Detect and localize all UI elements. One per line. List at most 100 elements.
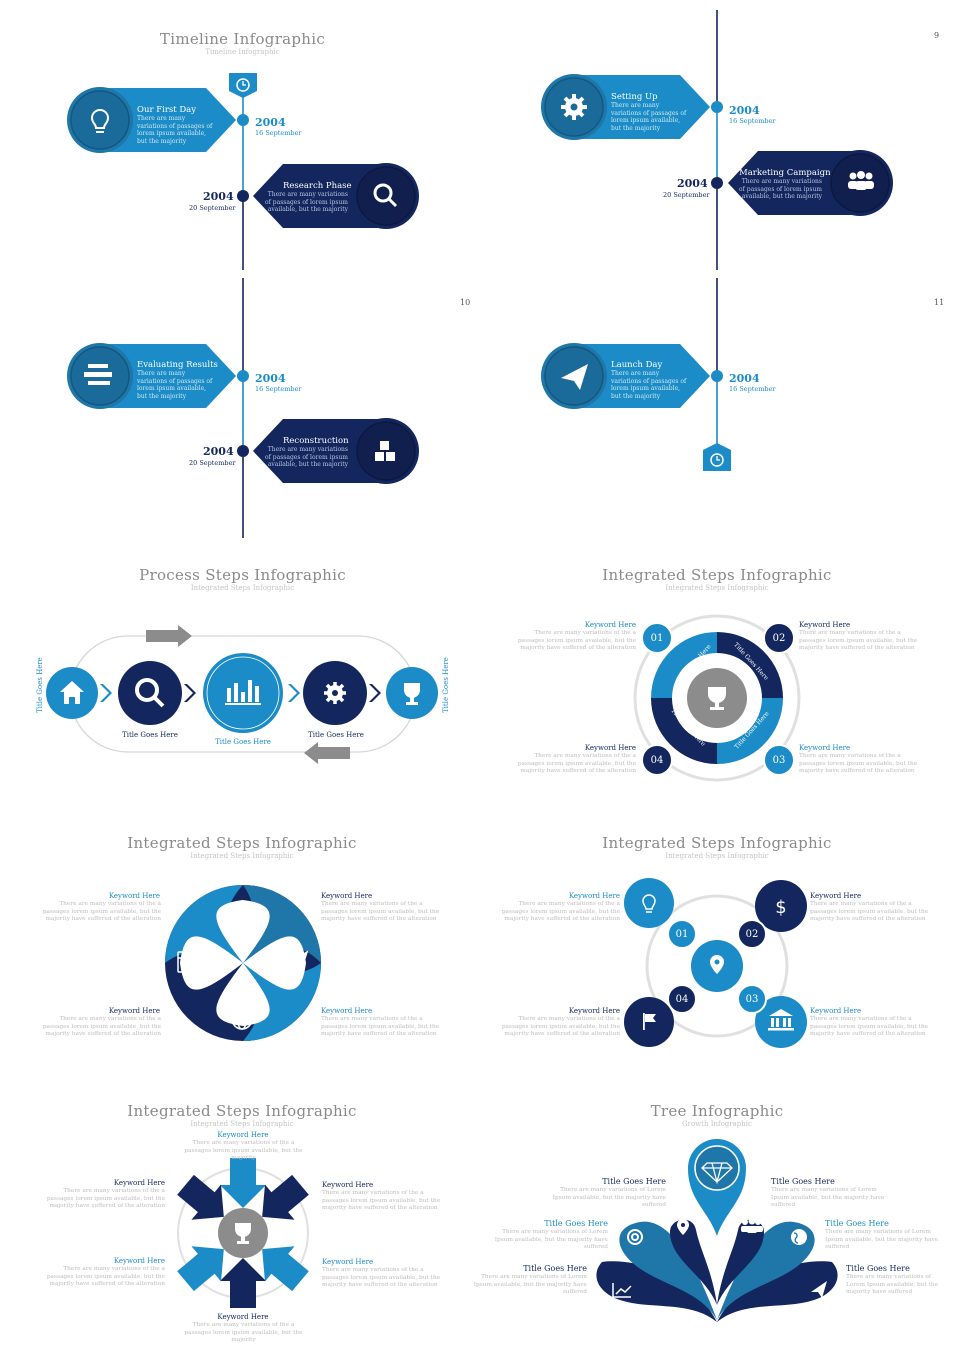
step-number: 01 (650, 633, 664, 644)
users-icon (741, 1217, 763, 1233)
timeline-item-text: There are many variations of passages of… (137, 115, 213, 145)
keyword-label: Keyword Here (322, 1258, 374, 1266)
trophy-icon (235, 1223, 251, 1244)
tree-text: There are many variations of Lorem Ipsum… (825, 1229, 939, 1251)
integrated-subtitle: Integrated Steps Infographic (665, 852, 769, 860)
tree-label: Title Goes Here (523, 1264, 587, 1273)
keyword-text: There are many variations of the a passa… (810, 901, 929, 923)
diamond-icon (701, 1162, 733, 1185)
keyword-text: There are many variations of the a passa… (42, 901, 161, 923)
timeline-item-text: There are many variations of passages of… (611, 370, 687, 400)
location-pin-icon (677, 1219, 689, 1235)
timeline-date: 20 September (189, 459, 236, 467)
bank-icon (768, 1009, 794, 1031)
tree-title: Tree Infographic (650, 1102, 784, 1120)
flag-icon (643, 1013, 656, 1030)
tree-text: There are many variations of Lorem Ipsum… (846, 1274, 939, 1296)
keyword-text: There are many variations of the a passa… (501, 901, 620, 923)
keyword-text: There are many variations of the a passa… (799, 753, 918, 775)
keyword-label: Keyword Here (217, 1313, 269, 1321)
timeline-item-text: There are many variations of passages of… (739, 178, 822, 201)
keyword-text: There are many variations of the a passa… (184, 1322, 303, 1344)
trend-chart-icon (612, 1283, 632, 1298)
integrated-title: Integrated Steps Infographic (127, 834, 357, 852)
tree-text: There are many variations of Lorem Ipsum… (552, 1187, 666, 1209)
keyword-label: Keyword Here (108, 1007, 160, 1015)
tree-label: Title Goes Here (846, 1264, 910, 1273)
search-icon (135, 678, 165, 708)
keyword-label: Keyword Here (810, 892, 862, 900)
paper-plane-icon (561, 364, 588, 390)
timeline-title: Timeline Infographic (159, 30, 326, 48)
step-number: 04 (650, 755, 664, 766)
page-number: 9 (934, 31, 940, 40)
tree-label: Title Goes Here (602, 1177, 666, 1186)
keyword-text: There are many variations of the a passa… (799, 630, 918, 652)
timeline-item-text: There are many variations of passages of… (611, 102, 687, 132)
timeline-date: 16 September (729, 385, 776, 393)
timeline-subtitle: Timeline Infographic (205, 48, 280, 56)
integrated-title: Integrated Steps Infographic (127, 1102, 357, 1120)
keyword-label: Keyword Here (217, 1131, 269, 1139)
step-number: 02 (772, 633, 786, 644)
lightbulb-icon (90, 109, 110, 133)
trophy-icon (404, 683, 420, 705)
keyword-text: There are many variations of the a passa… (322, 1267, 441, 1289)
keyword-label: Keyword Here (321, 1007, 373, 1015)
keyword-label: Keyword Here (810, 1007, 862, 1015)
location-pin-icon (710, 955, 724, 974)
search-icon (373, 183, 398, 208)
keyword-label: Keyword Here (584, 744, 636, 752)
page-number: 10 (460, 298, 471, 307)
gear-icon (324, 682, 346, 704)
timeline-item-title: Reconstruction (283, 436, 349, 446)
integrated-title: Integrated Steps Infographic (602, 834, 832, 852)
paper-plane-icon (811, 1281, 827, 1298)
keyword-label: Keyword Here (799, 621, 851, 629)
keyword-label: Keyword Here (113, 1179, 165, 1187)
keyword-text: There are many variations of the a passa… (810, 1016, 929, 1038)
timeline-item-title: Our First Day (137, 105, 197, 115)
timeline-item-title: Research Phase (283, 181, 352, 191)
timeline-item-title: Marketing Campaign (739, 168, 831, 178)
integrated-subtitle: Integrated Steps Infographic (190, 852, 294, 860)
timeline-year: 2004 (203, 190, 234, 203)
timeline-date: 16 September (255, 385, 302, 393)
arrow-up-icon (220, 1258, 266, 1308)
home-icon (60, 681, 84, 704)
process-step-label: Title Goes Here (215, 738, 271, 746)
process-step-label: Title Goes Here (122, 731, 178, 739)
timeline-date: 16 September (255, 129, 302, 137)
integrated-subtitle: Integrated Steps Infographic (190, 1120, 294, 1128)
timeline-item-title: Launch Day (611, 360, 663, 370)
arrow-right-icon (146, 625, 192, 647)
arrow-down-icon (220, 1158, 266, 1208)
keyword-text: There are many variations of the a passa… (46, 1266, 165, 1288)
gear-icon (561, 94, 587, 120)
keyword-text: There are many variations of the a passa… (321, 901, 440, 923)
process-title: Process Steps Infographic (139, 566, 346, 584)
step-number: 03 (772, 755, 786, 766)
timeline-item-text: There are many variations of passages of… (265, 191, 348, 214)
timeline-item-title: Setting Up (611, 92, 658, 102)
timeline-year: 2004 (729, 104, 760, 117)
paper-plane-icon (279, 950, 309, 979)
globe-icon (231, 1008, 253, 1030)
timeline-date: 20 September (189, 204, 236, 212)
keyword-text: There are many variations of the a passa… (517, 630, 636, 652)
dollar-icon: $ (775, 897, 786, 918)
bar-chart-icon (225, 680, 261, 705)
tree-label: Title Goes Here (544, 1219, 608, 1228)
calendar-icon (177, 948, 201, 973)
globe-icon (791, 1229, 807, 1245)
step-number: 03 (745, 994, 759, 1005)
arrow-left-icon (304, 742, 350, 764)
integrated-title: Integrated Steps Infographic (602, 566, 832, 584)
